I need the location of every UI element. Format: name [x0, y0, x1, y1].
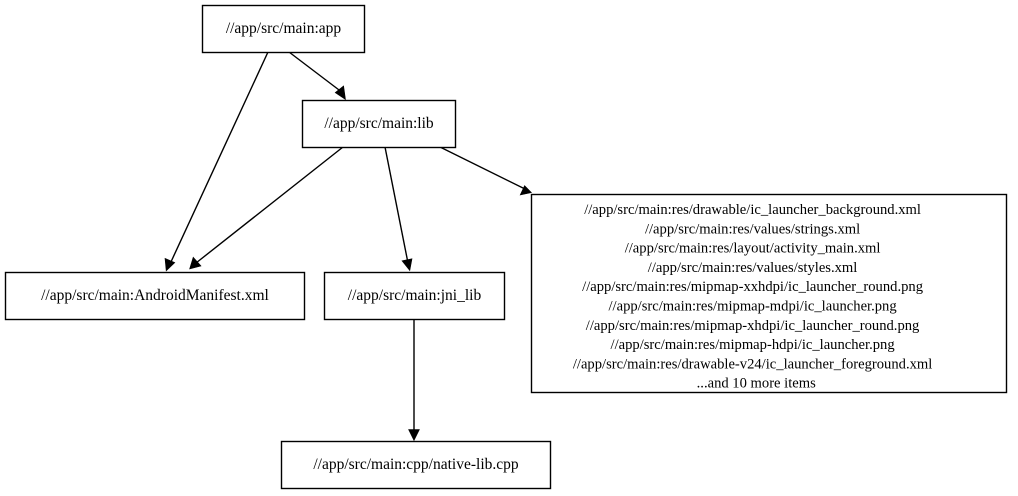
node-resources-line-9: //app/src/main:res/drawable-v24/ic_launc… [573, 356, 932, 372]
node-resources[interactable]: //app/src/main:res/drawable/ic_launcher_… [530, 193, 1008, 394]
node-lib[interactable]: //app/src/main:lib [301, 99, 457, 149]
node-android-manifest-label: //app/src/main:AndroidManifest.xml [41, 287, 269, 304]
node-jni-lib-label: //app/src/main:jni_lib [348, 287, 482, 304]
node-android-manifest[interactable]: //app/src/main:AndroidManifest.xml [4, 271, 306, 321]
node-native-lib-label: //app/src/main:cpp/native-lib.cpp [313, 456, 519, 473]
node-resources-line-4: //app/src/main:res/values/styles.xml [648, 260, 858, 276]
node-resources-line-8: //app/src/main:res/mipmap-hdpi/ic_launch… [611, 337, 896, 353]
node-lib-label: //app/src/main:lib [324, 115, 434, 132]
svg-text://app/src/main:res/drawable/ic: //app/src/main:res/drawable/ic_launcher_… [573, 202, 965, 392]
node-resources-line-3: //app/src/main:res/layout/activity_main.… [625, 241, 881, 257]
node-resources-line-7: //app/src/main:res/mipmap-xhdpi/ic_launc… [586, 318, 920, 334]
node-app[interactable]: //app/src/main:app [201, 4, 366, 54]
node-jni-lib[interactable]: //app/src/main:jni_lib [323, 271, 506, 321]
node-resources-line-5: //app/src/main:res/mipmap-xxhdpi/ic_laun… [582, 279, 924, 295]
edge-lib-to-manifest [189, 146, 344, 270]
edge-jni-lib-to-native-lib [408, 319, 420, 442]
node-app-label: //app/src/main:app [226, 20, 342, 37]
node-resources-line-2: //app/src/main:res/values/strings.xml [645, 221, 860, 237]
edge-lib-to-jni-lib [384, 146, 413, 272]
edge-app-to-lib [288, 51, 346, 101]
edge-lib-to-resources [439, 146, 532, 196]
node-native-lib[interactable]: //app/src/main:cpp/native-lib.cpp [280, 440, 552, 490]
edge-app-to-manifest [164, 51, 269, 272]
node-resources-line-6: //app/src/main:res/mipmap-mdpi/ic_launch… [609, 299, 898, 315]
node-resources-line-1: //app/src/main:res/drawable/ic_launcher_… [584, 202, 921, 218]
node-resources-more-items-label: ...and 10 more items [697, 376, 816, 392]
